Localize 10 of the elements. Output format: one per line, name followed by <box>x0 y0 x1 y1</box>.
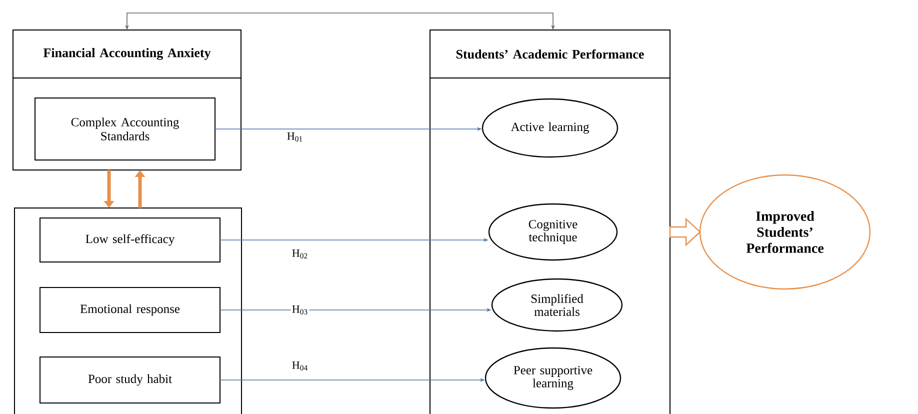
factor-box: Poor study habit <box>40 356 220 404</box>
edge-label: H$_{02}$ <box>290 248 310 260</box>
factor-box: Low self-efficacy <box>40 218 220 262</box>
arrow <box>669 218 701 246</box>
edge-label: H$_{01}$ <box>286 132 304 142</box>
factor-box: Emotional response <box>40 286 220 333</box>
edge-label: H$_{03}$ <box>290 304 310 316</box>
edge-label: H$_{04}$ <box>290 360 310 372</box>
group-frame <box>14 208 242 414</box>
factor-box: Complex Accounting Standards <box>34 98 216 160</box>
